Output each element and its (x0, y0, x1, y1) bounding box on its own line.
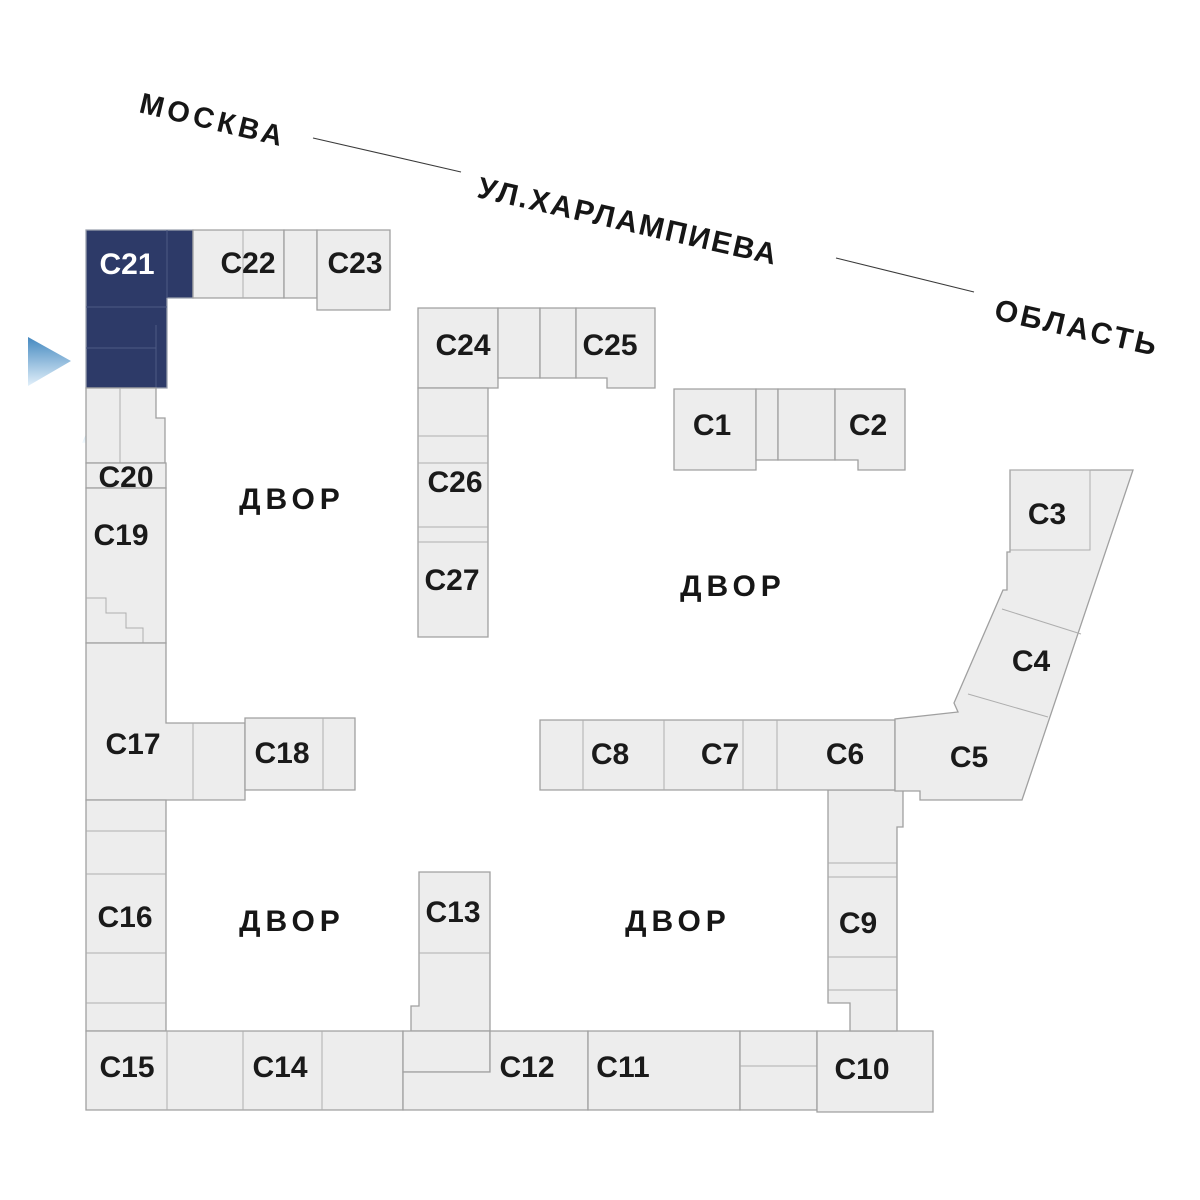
building-c17-label: С17 (105, 728, 160, 761)
building-section-left-of-c10[interactable] (739, 1030, 818, 1111)
building-c2-label: С2 (849, 409, 887, 442)
building-section[interactable] (777, 388, 836, 461)
building-c26-c27-column[interactable]: С26 С27 (417, 387, 489, 638)
building-c23-label: С23 (327, 247, 382, 280)
building-c9-section-dividers (828, 862, 897, 991)
building-c9-shape[interactable] (827, 789, 904, 1032)
building-c22[interactable]: С22 (192, 229, 285, 299)
building-c1-shape[interactable] (673, 388, 757, 471)
building-section[interactable] (85, 387, 166, 464)
building-c27-label: С27 (424, 564, 479, 597)
building-c19-stairs (86, 597, 144, 643)
building-c9-label: С9 (839, 907, 877, 940)
building-c1-label: С1 (693, 409, 731, 442)
courtyard-label: ДВОР (239, 905, 345, 938)
street-connector-line (312, 137, 462, 173)
street-connector-line (835, 257, 975, 293)
building-c7-label: С7 (701, 738, 739, 771)
building-c1[interactable]: С1 (673, 388, 757, 471)
building-section-below-c21[interactable] (85, 387, 166, 464)
building-c19-label: С19 (93, 519, 148, 552)
building-c5-label: С5 (950, 741, 988, 774)
building-column-shape[interactable] (417, 387, 489, 638)
building-c23-shape[interactable] (316, 229, 391, 311)
building-c24-shape[interactable] (417, 307, 499, 389)
building-c10-label: С10 (834, 1053, 889, 1086)
column-section-dividers (418, 435, 488, 543)
courtyard-label: ДВОР (239, 483, 345, 516)
building-c9[interactable]: С9 (827, 789, 904, 1032)
building-c22-label: С22 (220, 247, 275, 280)
building-c12[interactable]: С12 (402, 1030, 589, 1111)
row-section-dividers (582, 720, 778, 790)
building-c4-label: С4 (1012, 645, 1051, 678)
building-c16-label: С16 (97, 901, 152, 934)
building-c8-label: С8 (591, 738, 629, 771)
building-section[interactable] (283, 229, 318, 299)
building-section[interactable] (402, 1030, 491, 1073)
street-label-kharlampieva: УЛ.ХАРЛАМПИЕВА (474, 172, 781, 272)
building-c26-label: С26 (427, 466, 482, 499)
building-c23[interactable]: С23 (316, 229, 391, 311)
building-c24[interactable]: С24 (417, 307, 499, 389)
building-c25-label: С25 (582, 329, 637, 362)
building-c3-label: С3 (1028, 498, 1066, 531)
courtyard-label: ДВОР (680, 570, 786, 603)
building-c25[interactable]: С25 (575, 307, 656, 389)
street-label-moscow: МОСКВА (136, 88, 289, 154)
building-c2[interactable]: С2 (834, 388, 906, 471)
building-section[interactable] (539, 307, 577, 379)
building-c11-label: С11 (596, 1051, 649, 1084)
building-c21[interactable]: С21 (85, 229, 194, 389)
building-c16[interactable]: С16 (85, 799, 167, 1032)
building-c13-label: С13 (425, 896, 480, 929)
building-c21-section-dividers (86, 230, 168, 388)
building-c15-label: С15 (99, 1051, 154, 1084)
building-c14-label: С14 (252, 1051, 307, 1084)
building-c11[interactable]: С11 (587, 1030, 741, 1111)
band-section-dividers (967, 469, 1091, 718)
building-c18-label: С18 (254, 737, 309, 770)
street-label-oblast: ОБЛАСТЬ (991, 294, 1162, 363)
building-c21-label: С21 (99, 248, 154, 281)
building-row-c8-c7-c6[interactable]: С8 С7 С6 (539, 719, 896, 791)
building-band-shape[interactable] (894, 469, 1134, 801)
building-c12-label: С12 (499, 1051, 554, 1084)
building-c17[interactable]: С17 (85, 642, 246, 801)
building-c2-shape[interactable] (834, 388, 906, 471)
building-c19[interactable]: С19 (85, 487, 167, 644)
building-c18[interactable]: С18 (244, 717, 356, 791)
building-c17-shape[interactable] (85, 642, 246, 801)
building-c25-shape[interactable] (575, 307, 656, 389)
selected-building-arrow-icon (28, 337, 71, 386)
building-c10[interactable]: С10 (816, 1030, 934, 1113)
building-band-c3-c4-c5[interactable]: С3 С4 С5 (894, 469, 1134, 801)
building-c24-label: С24 (435, 329, 490, 362)
building-c16-section-dividers (86, 830, 166, 1004)
building-row-c15-c14[interactable]: С15 С14 (85, 1030, 404, 1111)
building-c13[interactable]: С13 (410, 871, 491, 1032)
row-section-dividers (166, 1031, 323, 1110)
building-section[interactable] (497, 307, 541, 379)
building-section[interactable] (755, 388, 779, 461)
courtyard-label: ДВОР (625, 905, 731, 938)
building-section[interactable] (739, 1030, 818, 1111)
building-c18-shape[interactable] (244, 717, 356, 791)
building-c6-label: С6 (826, 738, 864, 771)
